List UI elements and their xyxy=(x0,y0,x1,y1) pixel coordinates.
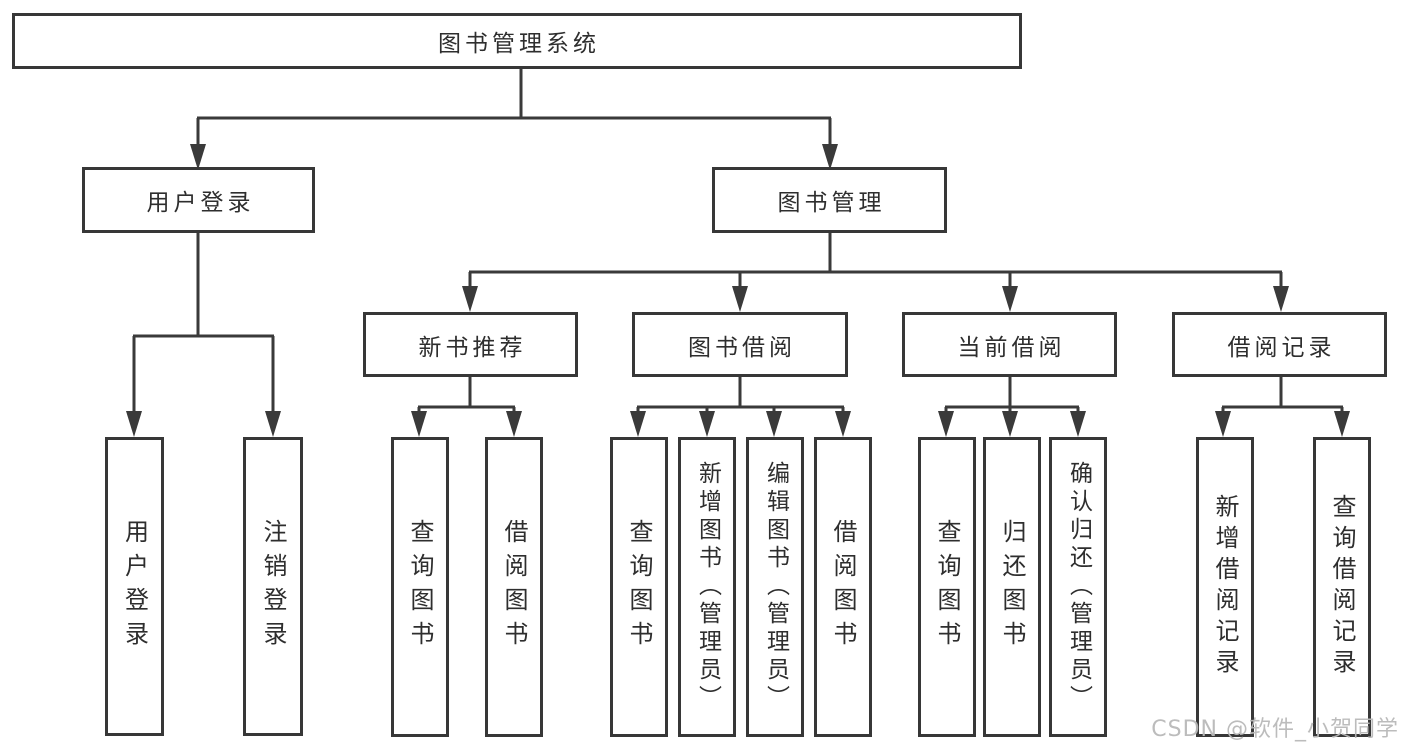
node-book-borrowing: 图书借阅 xyxy=(632,312,848,377)
leaf-borrowing-borrow-books: 借阅图书 xyxy=(814,437,872,737)
leaf-current-confirm-return-admin: 确认归还（管理员） xyxy=(1049,437,1107,737)
leaf-recommend-borrow-books: 借阅图书 xyxy=(485,437,543,737)
leaf-current-return-books: 归还图书 xyxy=(983,437,1041,737)
arrowheads xyxy=(126,144,1350,437)
node-root-library-system: 图书管理系统 xyxy=(12,13,1022,69)
leaf-logout: 注销登录 xyxy=(243,437,303,736)
leaf-records-query-record: 查询借阅记录 xyxy=(1313,437,1371,737)
leaf-user-login: 用户登录 xyxy=(105,437,164,736)
node-current-borrowing: 当前借阅 xyxy=(902,312,1117,377)
leaf-current-query-books: 查询图书 xyxy=(918,437,976,737)
node-new-book-recommend: 新书推荐 xyxy=(363,312,578,377)
leaf-recommend-query-books: 查询图书 xyxy=(391,437,449,737)
node-user-login: 用户登录 xyxy=(82,167,315,233)
csdn-watermark: CSDN @软件_小贺同学 xyxy=(1151,717,1399,742)
leaf-borrowing-query-books: 查询图书 xyxy=(610,437,668,737)
leaf-borrowing-edit-books-admin: 编辑图书（管理员） xyxy=(746,437,804,737)
node-book-management: 图书管理 xyxy=(712,167,947,233)
leaf-borrowing-add-books-admin: 新增图书（管理员） xyxy=(678,437,736,737)
leaf-records-add-record: 新增借阅记录 xyxy=(1196,437,1254,737)
node-borrowing-records: 借阅记录 xyxy=(1172,312,1387,377)
